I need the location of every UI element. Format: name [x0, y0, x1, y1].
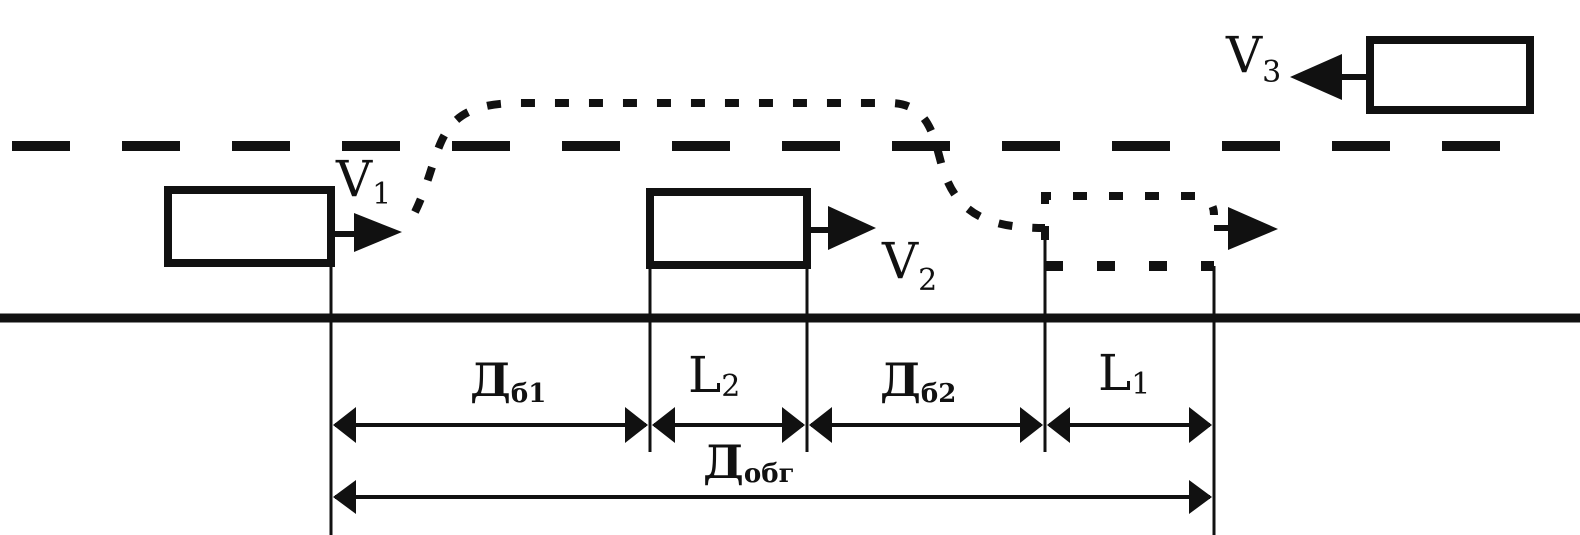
dim-arrow-l1-right [1189, 407, 1212, 443]
car-1-velocity-arrowhead [354, 213, 402, 252]
dim-arrow-db2-right [1020, 407, 1043, 443]
dim-arrow-l2-left [652, 407, 675, 443]
dim-arrow-l2-right [782, 407, 805, 443]
label-v2: V2 [881, 232, 937, 298]
car-1-body [164, 186, 335, 267]
overtaking-trajectory-path [411, 99, 1046, 232]
car-3-body [1366, 36, 1534, 114]
label-db2: Дб2 [880, 353, 956, 409]
dim-arrow-l1-left [1047, 407, 1070, 443]
dim-arrow-db1-left [333, 407, 356, 443]
dim-arrow-dobg-right [1189, 480, 1212, 514]
label-db1: Дб1 [470, 353, 546, 409]
label-l1: L1 [1098, 344, 1150, 402]
final-position-outline-path [1041, 192, 1218, 240]
car-2-body [646, 188, 811, 269]
dim-arrow-dobg-left [333, 480, 356, 514]
car-3-velocity-arrowhead [1290, 54, 1342, 100]
label-l2: L2 [688, 346, 740, 404]
label-dobg: Добг [703, 435, 795, 489]
dim-arrow-db2-left [809, 407, 832, 443]
car-2-velocity-arrowhead [828, 206, 876, 250]
label-v1: V1 [335, 150, 391, 212]
final-position-velocity-arrowhead [1228, 207, 1278, 250]
dim-arrow-db1-right [625, 407, 648, 443]
label-v3: V3 [1225, 26, 1281, 90]
